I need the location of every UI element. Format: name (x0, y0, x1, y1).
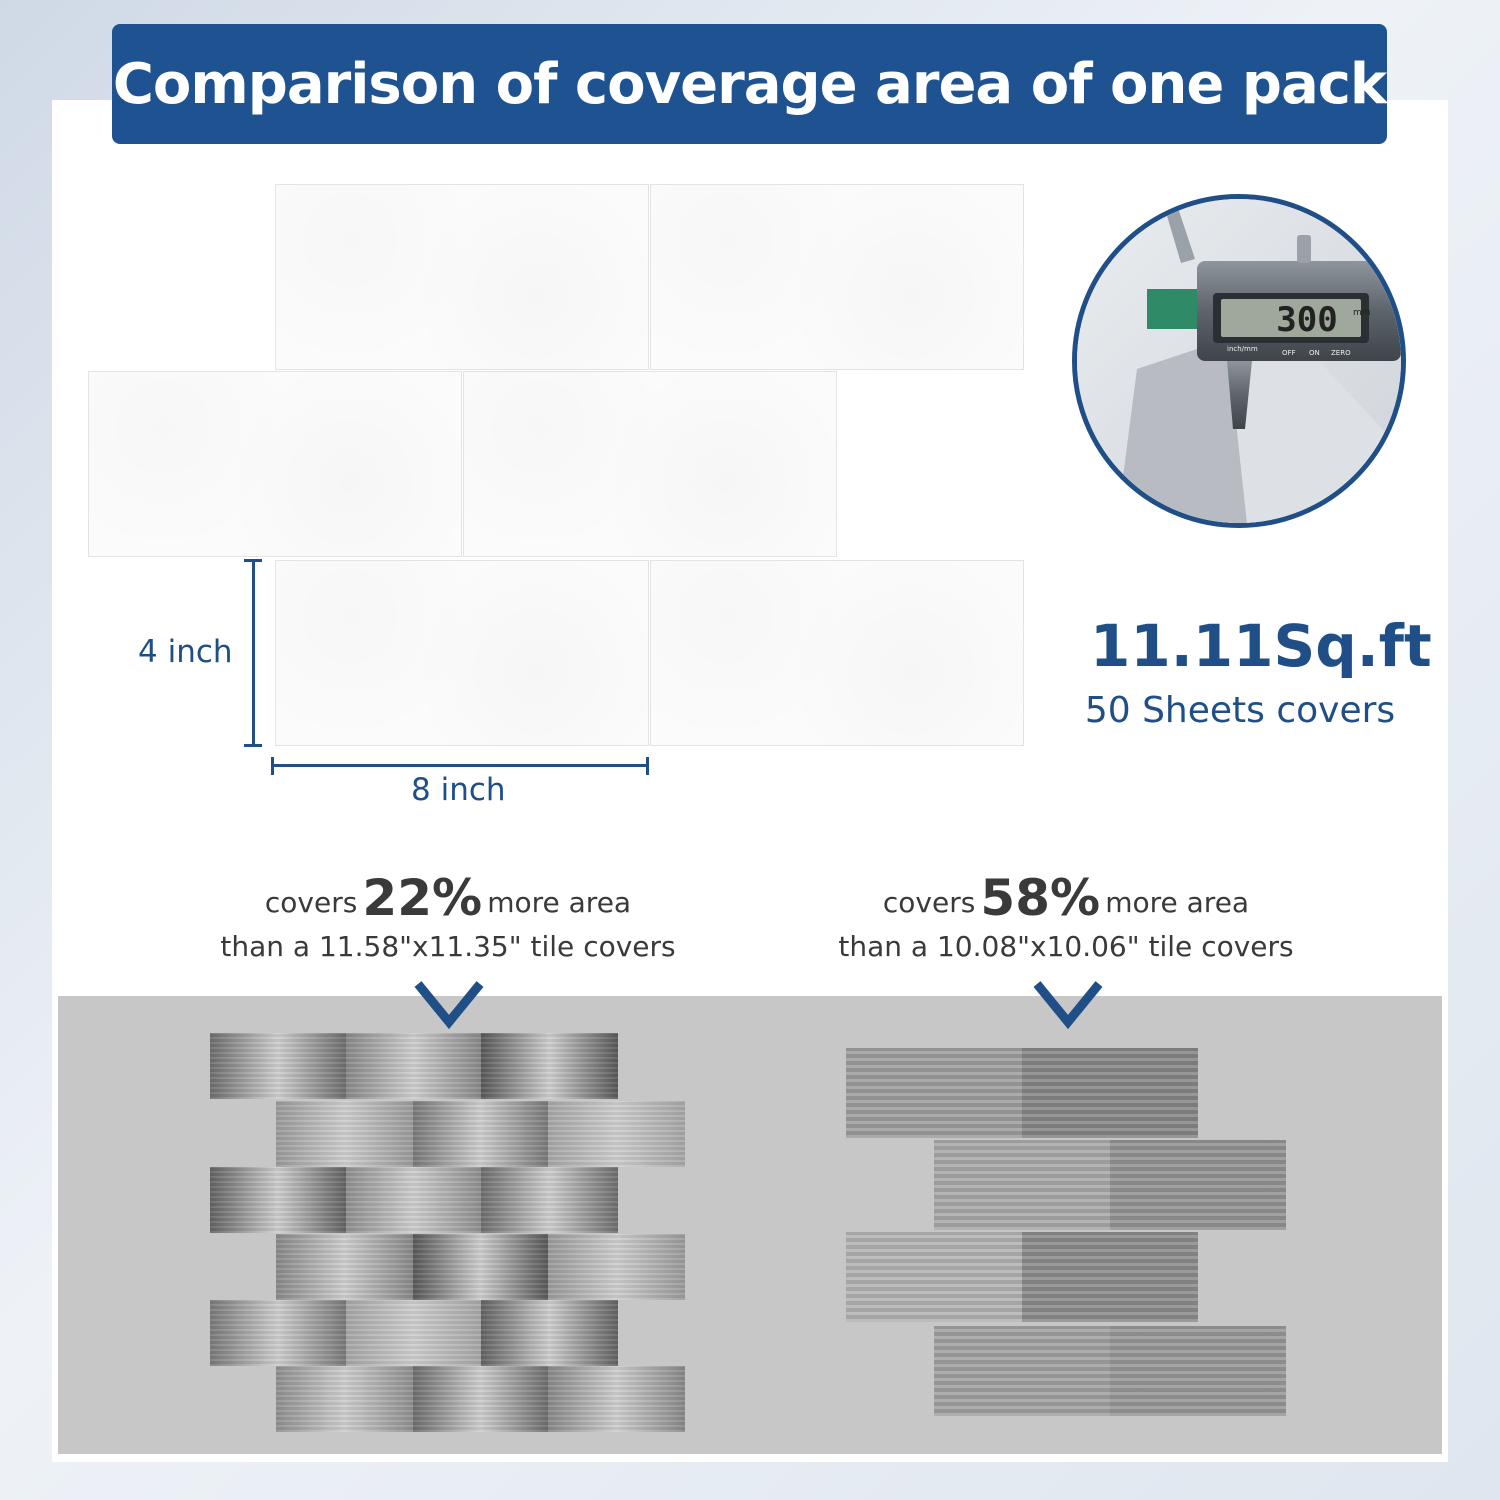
width-dimension-label: 8 inch (411, 772, 506, 808)
caliper-button-label: OFF (1282, 349, 1296, 357)
caliper-button-label: ZERO (1331, 349, 1351, 357)
wood-tile (481, 1167, 618, 1233)
wood-tile (413, 1101, 548, 1167)
white-tile (275, 184, 649, 370)
wood-tile (346, 1167, 481, 1233)
width-dimension-cap-right (646, 757, 649, 775)
caliper-button-label: inch/mm (1227, 345, 1258, 353)
wood-tile (210, 1033, 346, 1099)
wood-tile (346, 1033, 481, 1099)
wood-tile (846, 1232, 1022, 1322)
wood-tile (934, 1140, 1110, 1230)
comparison-text-right: covers 58% more area than a 10.08"x10.06… (786, 873, 1346, 967)
height-dimension-cap-bottom (244, 744, 262, 747)
wood-tile (548, 1234, 685, 1300)
caliper-unit: mm (1353, 308, 1371, 318)
white-tile (650, 184, 1024, 370)
comparison-percent: 22% (362, 869, 483, 927)
caliper-reading: 300 (1276, 300, 1337, 340)
coverage-caption: 50 Sheets covers (1084, 690, 1396, 731)
wood-tile (1110, 1140, 1286, 1230)
white-tile (463, 371, 837, 557)
caliper-photo: 300 mm inch/mm OFF ON ZERO (1072, 194, 1406, 528)
wood-tile (276, 1234, 413, 1300)
wood-tile (346, 1300, 481, 1366)
wood-tile (548, 1101, 685, 1167)
title-banner: Comparison of coverage area of one pack (112, 24, 1387, 144)
comparison-detail: than a 11.58"x11.35" tile covers (220, 930, 676, 963)
caliper-illustration: 300 mm inch/mm OFF ON ZERO (1077, 199, 1401, 523)
white-tile (88, 371, 462, 557)
wood-tile (413, 1366, 548, 1432)
comparison-detail: than a 10.08"x10.06" tile covers (838, 930, 1294, 963)
caliper-button-label: ON (1309, 349, 1320, 357)
comparison-percent: 58% (980, 869, 1101, 927)
wood-tile (210, 1167, 346, 1233)
comparison-suffix: more area (1105, 886, 1250, 919)
wood-tile (1022, 1048, 1198, 1138)
comparison-prefix: covers (882, 886, 976, 919)
wood-tile (210, 1300, 346, 1366)
height-dimension-cap-top (244, 559, 262, 562)
wood-tile (413, 1234, 548, 1300)
width-dimension-cap-left (271, 757, 274, 775)
width-dimension-line (272, 764, 648, 767)
comparison-prefix: covers (264, 886, 358, 919)
comparison-suffix: more area (487, 886, 632, 919)
chevron-down-icon (414, 981, 484, 1030)
wood-tile (276, 1101, 413, 1167)
wood-tile (846, 1048, 1022, 1138)
height-dimension-label: 4 inch (138, 634, 233, 670)
white-tile (650, 560, 1024, 746)
height-dimension-line (252, 560, 255, 746)
comparison-text-left: covers 22% more area than a 11.58"x11.35… (168, 873, 728, 967)
wood-tile (481, 1300, 618, 1366)
wood-tile (934, 1326, 1110, 1416)
wood-tile (1110, 1326, 1286, 1416)
wood-tile (1022, 1232, 1198, 1322)
page-title: Comparison of coverage area of one pack (112, 51, 1387, 117)
wood-tile (276, 1366, 413, 1432)
wood-tile (481, 1033, 618, 1099)
coverage-value: 11.11Sq.ft (1090, 612, 1432, 680)
white-tile (275, 560, 649, 746)
wood-tile (548, 1366, 685, 1432)
chevron-down-icon (1033, 981, 1103, 1030)
